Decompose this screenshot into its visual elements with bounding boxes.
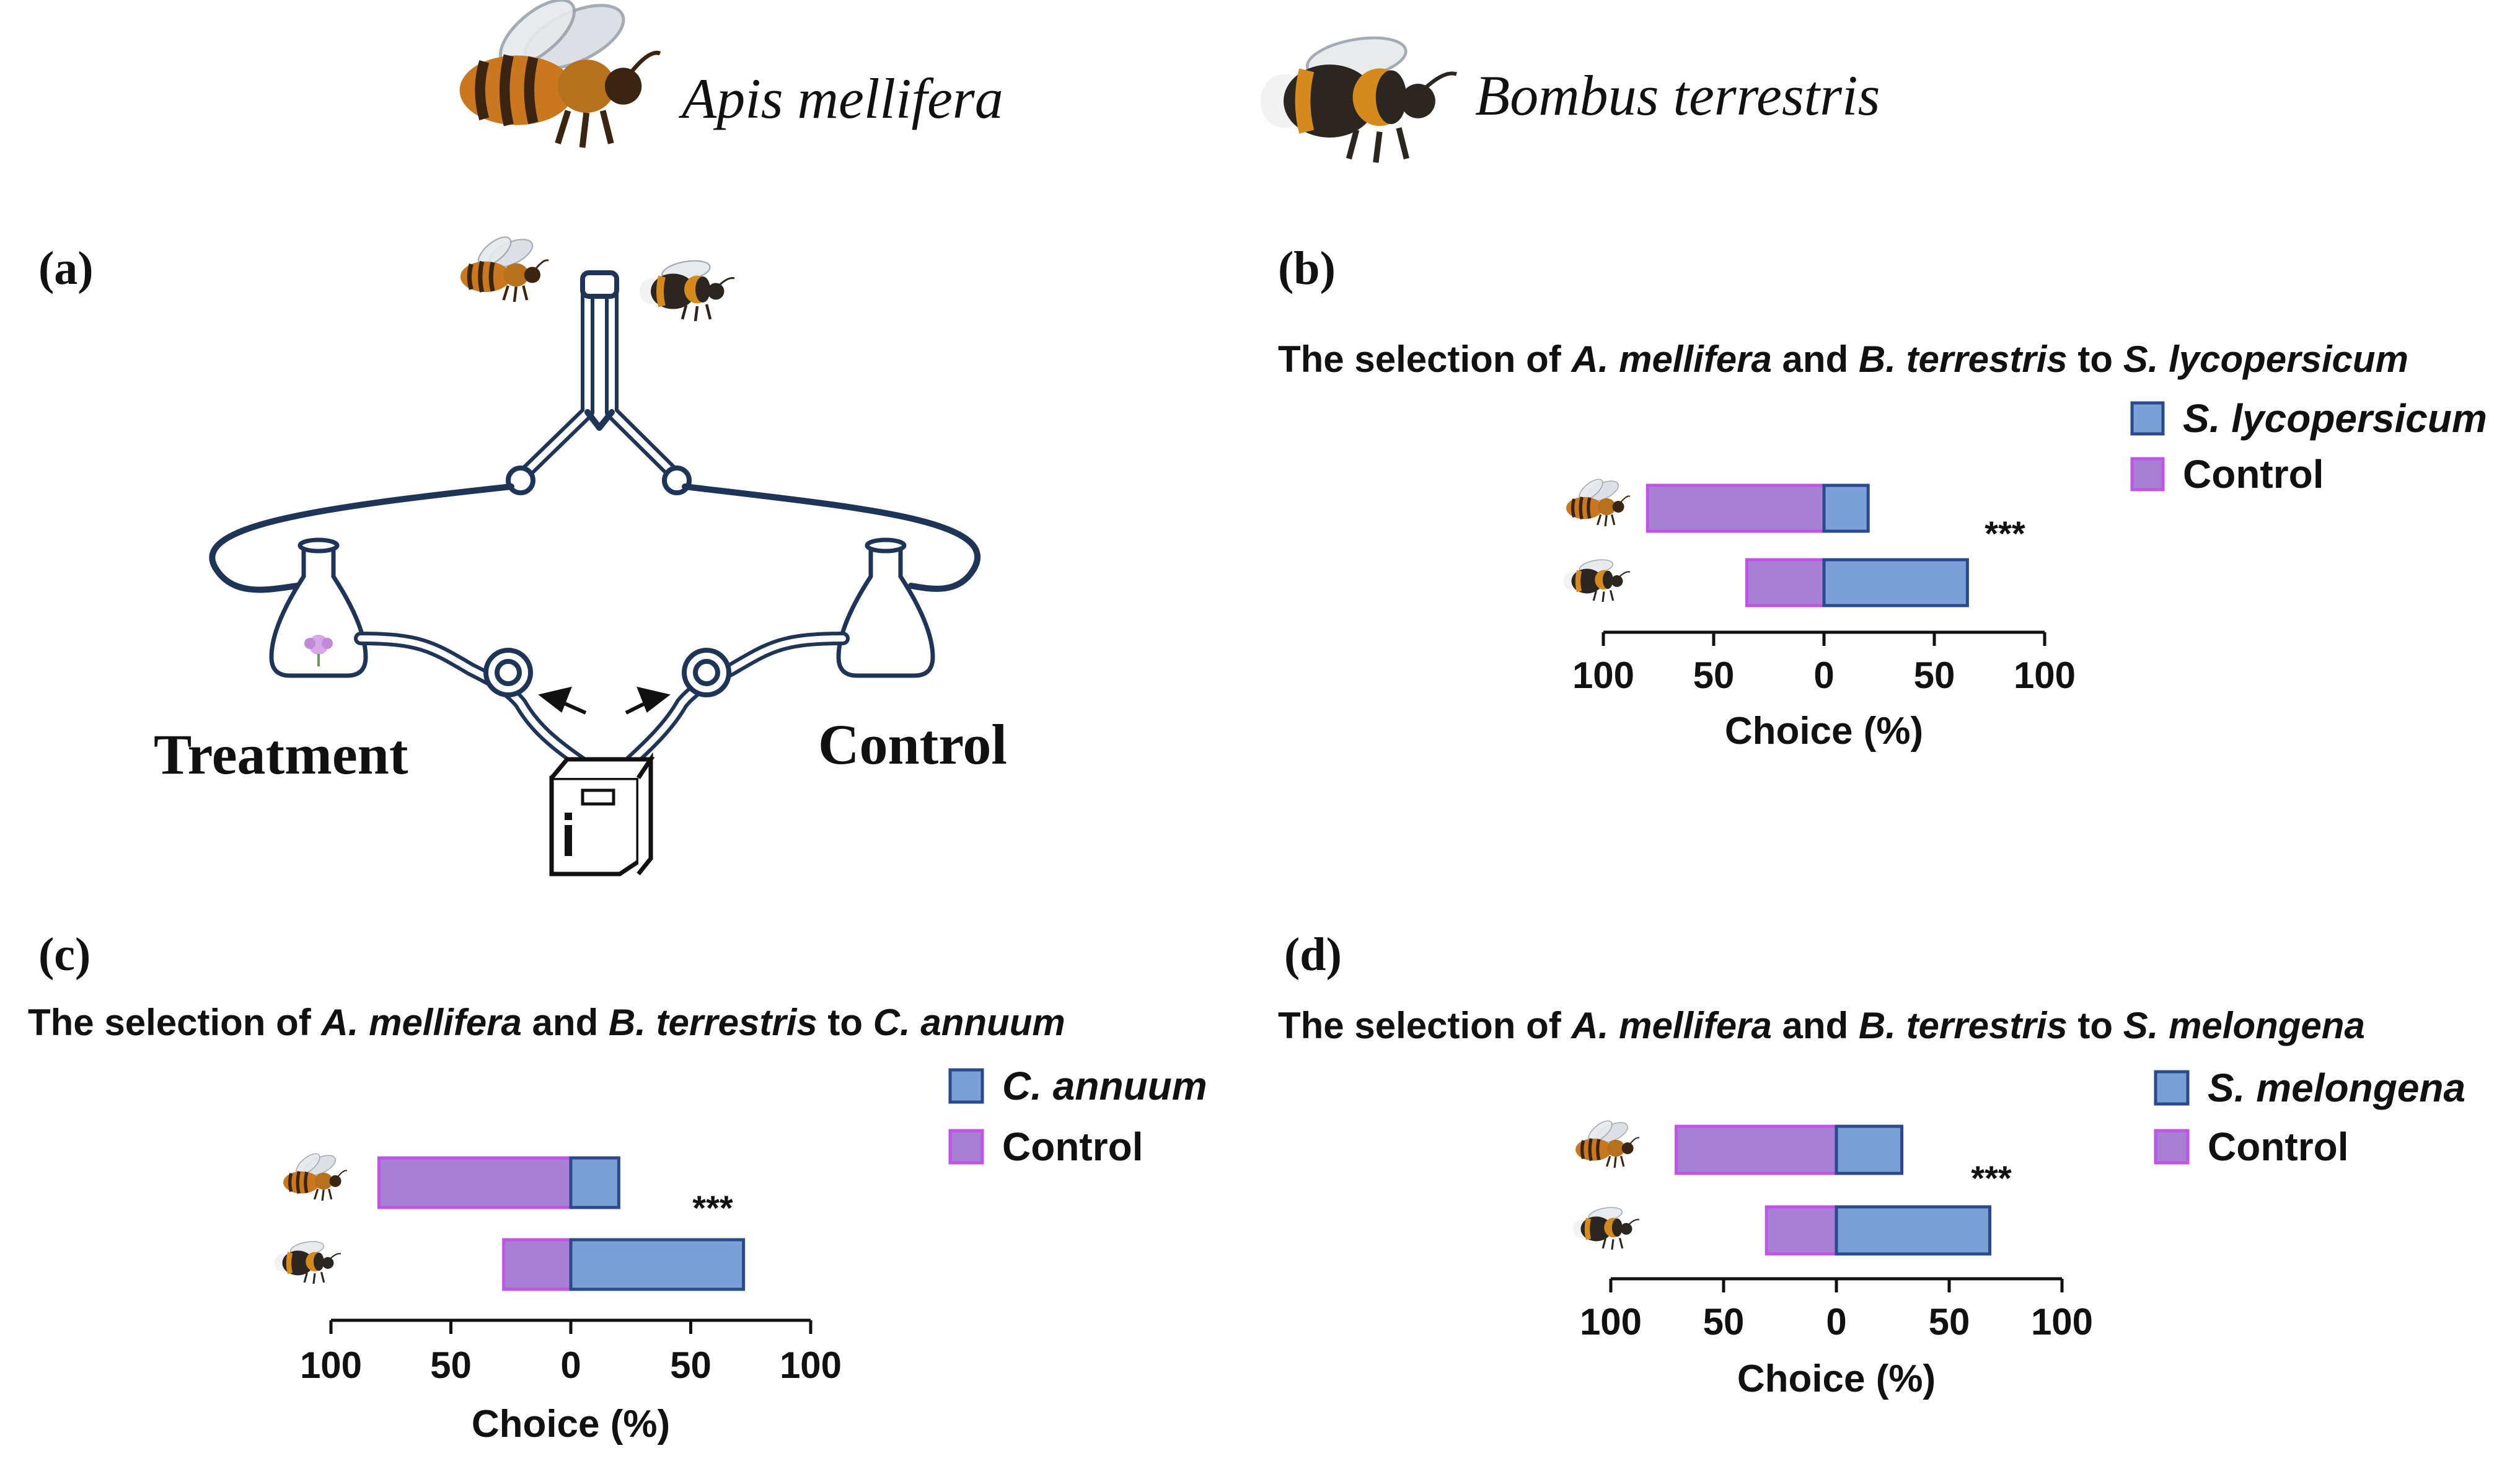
air-pump bbox=[549, 752, 655, 876]
bumblebee-icon bbox=[640, 257, 734, 321]
flowmeter-left bbox=[483, 648, 533, 697]
significance-marker: *** bbox=[692, 1188, 733, 1227]
x-tick-label: 50 bbox=[1703, 1301, 1745, 1343]
chart-title: The selection of A. mellifera and B. ter… bbox=[28, 1002, 1065, 1043]
control-flask bbox=[836, 537, 935, 678]
chart-title: The selection of A. mellifera and B. ter… bbox=[1278, 338, 2408, 380]
x-axis-label: Choice (%) bbox=[1737, 1357, 1936, 1400]
legend-swatch-treatment bbox=[2154, 1070, 2190, 1106]
significance-marker: *** bbox=[1971, 1159, 2012, 1198]
legend-swatch-treatment bbox=[948, 1068, 984, 1104]
legend-label-treatment: S. melongena bbox=[2208, 1066, 2465, 1110]
chart-panel-c: (c) The selection of A. mellifera and B. … bbox=[28, 929, 1207, 1446]
bar-treatment-apis bbox=[1822, 483, 1870, 533]
x-tick-label: 50 bbox=[1693, 655, 1735, 696]
bumblebee-icon bbox=[1564, 557, 1630, 602]
x-tick-label: 100 bbox=[780, 1344, 842, 1386]
bar-treatment-bombus bbox=[1835, 1205, 1992, 1256]
significance-marker: *** bbox=[1985, 514, 2025, 553]
x-tick-label: 0 bbox=[560, 1344, 581, 1386]
chart-panel-d: (d) The selection of A. mellifera and B. … bbox=[1278, 929, 2465, 1400]
x-tick-label: 50 bbox=[670, 1344, 712, 1386]
honeybee-icon bbox=[460, 232, 548, 302]
panel-c-label: (c) bbox=[38, 929, 90, 981]
x-tick-label: 100 bbox=[300, 1344, 362, 1386]
x-tick-label: 100 bbox=[2014, 655, 2076, 696]
treatment-label: Treatment bbox=[154, 723, 408, 786]
bar-control-apis bbox=[1675, 1124, 1838, 1175]
x-tick-label: 50 bbox=[430, 1344, 472, 1386]
bar-control-bombus bbox=[1745, 558, 1826, 607]
honeybee-icon bbox=[460, 0, 660, 148]
panel-a-label: (a) bbox=[38, 242, 94, 294]
x-tick-label: 100 bbox=[1580, 1301, 1642, 1343]
chart-panel-b: (b) The selection of A. mellifera and B. … bbox=[1278, 242, 2487, 753]
x-tick-label: 50 bbox=[1929, 1301, 1970, 1343]
panel-b-label: (b) bbox=[1278, 242, 1336, 294]
legend-swatch-control bbox=[948, 1129, 984, 1165]
legend-label-treatment: C. annuum bbox=[1002, 1064, 1207, 1108]
legend-swatch-treatment bbox=[2130, 401, 2165, 436]
bar-control-bombus bbox=[502, 1238, 573, 1291]
species-right-label: Bombus terrestris bbox=[1475, 64, 1880, 127]
bar-control-apis bbox=[1645, 483, 1826, 533]
x-tick-label: 0 bbox=[1813, 655, 1834, 696]
bumblebee-icon bbox=[275, 1239, 341, 1284]
species-left-label: Apis mellifera bbox=[678, 67, 1003, 130]
x-axis-label: Choice (%) bbox=[1725, 710, 1923, 753]
header: Apis mellifera Bombus terrestris bbox=[460, 0, 1880, 162]
control-label: Control bbox=[818, 713, 1007, 776]
bar-treatment-bombus bbox=[1822, 558, 1969, 607]
honeybee-icon bbox=[1575, 1117, 1639, 1168]
honeybee-icon bbox=[283, 1150, 347, 1201]
legend-label-treatment: S. lycopersicum bbox=[2183, 396, 2487, 441]
bar-treatment-apis bbox=[569, 1156, 620, 1209]
legend-swatch-control bbox=[2130, 457, 2165, 492]
panel-a: (a) bbox=[38, 232, 1007, 876]
chart-title: The selection of A. mellifera and B. ter… bbox=[1278, 1005, 2365, 1046]
legend-swatch-control bbox=[2154, 1129, 2190, 1165]
honeybee-icon bbox=[1566, 475, 1630, 526]
panel-d-label: (d) bbox=[1284, 929, 1342, 981]
x-tick-label: 0 bbox=[1826, 1301, 1846, 1343]
legend-label-control: Control bbox=[2183, 452, 2324, 497]
bar-control-bombus bbox=[1764, 1205, 1838, 1256]
legend-label-control: Control bbox=[2208, 1124, 2349, 1169]
flower-icon bbox=[304, 635, 333, 666]
x-tick-label: 100 bbox=[1572, 655, 1634, 696]
x-tick-label: 100 bbox=[2031, 1301, 2093, 1343]
bar-control-apis bbox=[377, 1156, 573, 1209]
bar-treatment-bombus bbox=[569, 1238, 746, 1291]
y-tube bbox=[209, 270, 980, 593]
airflow-arrows bbox=[538, 686, 671, 715]
bumblebee-icon bbox=[1573, 1205, 1639, 1250]
x-tick-label: 50 bbox=[1914, 655, 1955, 696]
treatment-flask bbox=[269, 537, 368, 678]
flowmeter-right bbox=[682, 648, 731, 697]
x-axis-label: Choice (%) bbox=[472, 1403, 670, 1446]
bar-treatment-apis bbox=[1835, 1124, 1904, 1175]
bumblebee-icon bbox=[1261, 31, 1456, 162]
legend-label-control: Control bbox=[1002, 1124, 1143, 1169]
